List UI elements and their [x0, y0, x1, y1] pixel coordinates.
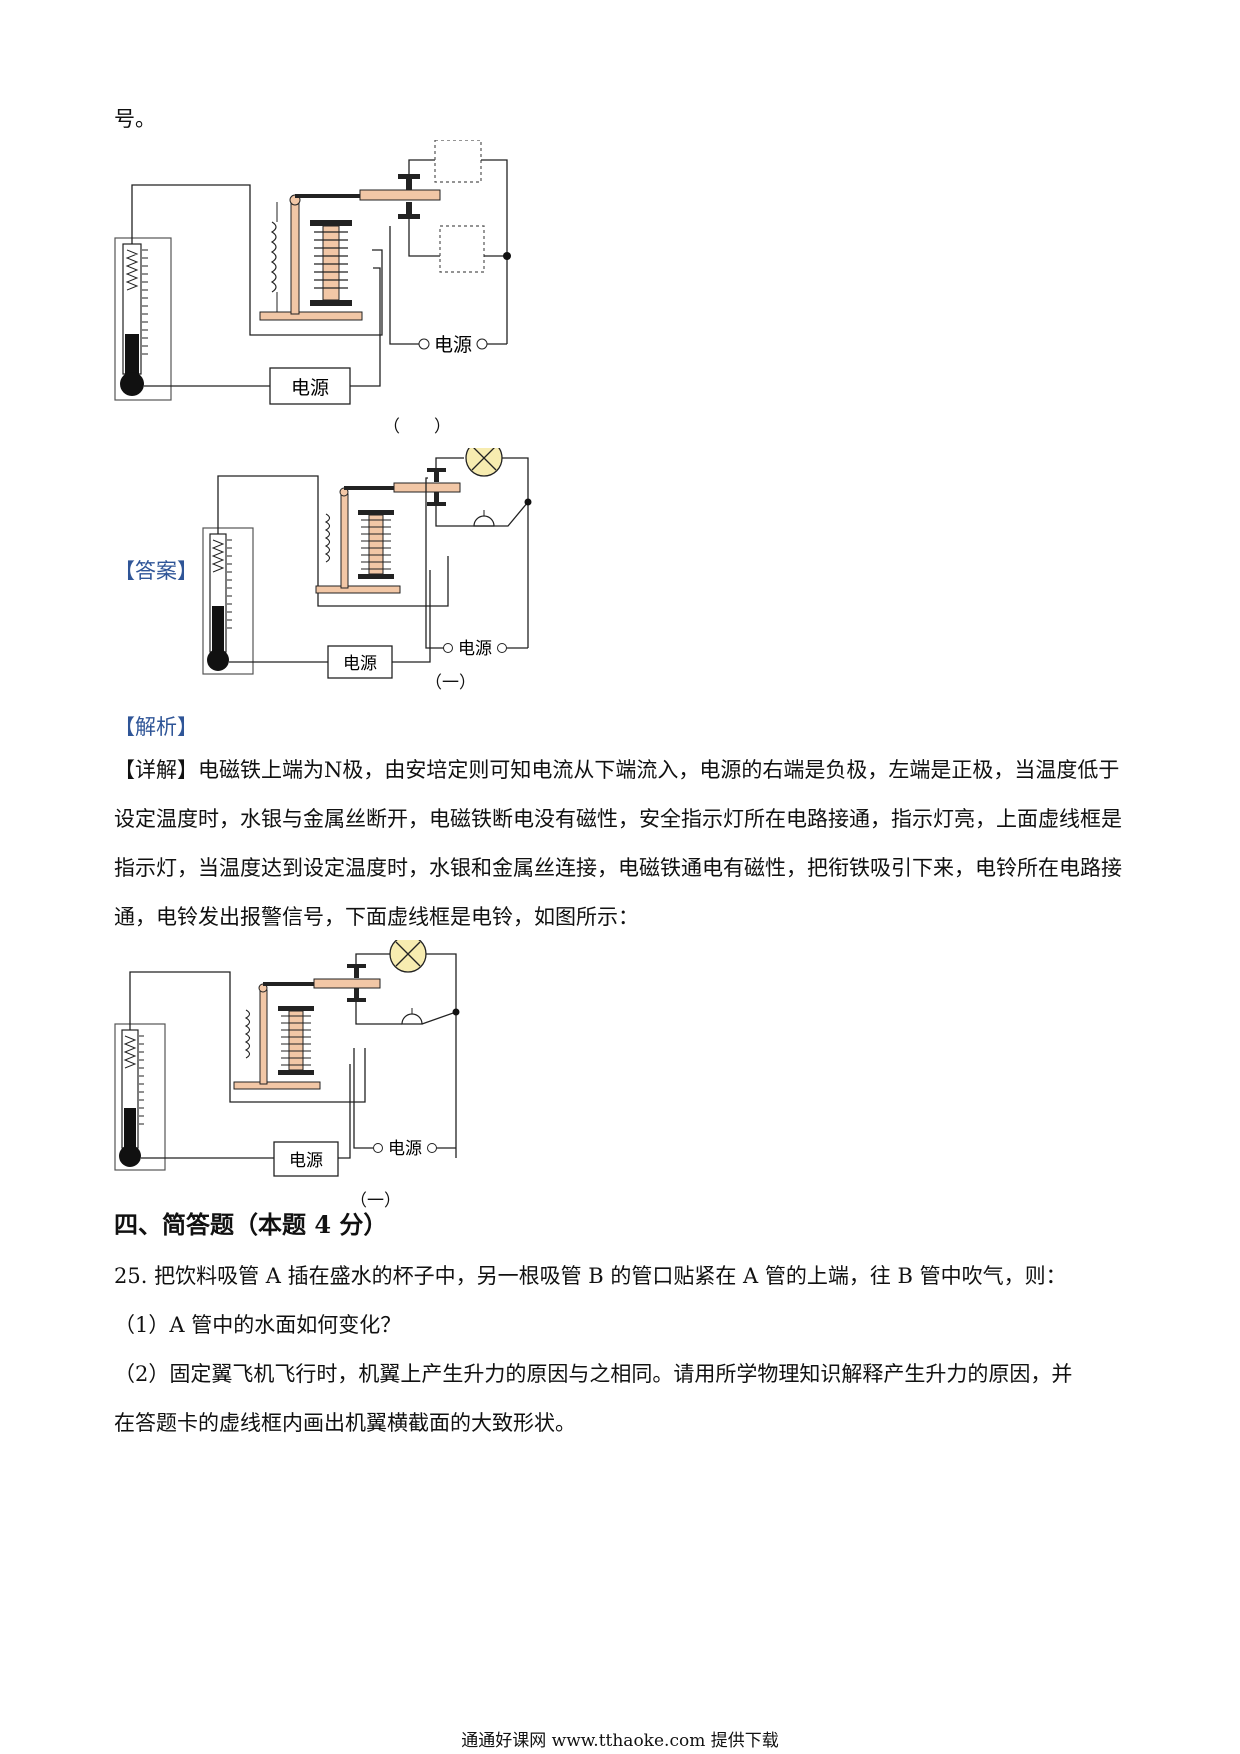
solution-caption: （一） [350, 1191, 401, 1211]
answer-power-label-right: 电源 [458, 639, 492, 659]
question25-part2-line1: （2）固定翼飞机飞行时，机翼上产生升力的原因与之相同。请用所学物理知识解释产生升… [114, 1362, 1073, 1386]
dashed-box-upper [434, 140, 482, 183]
figure-question-circuit: 电源 电源 [114, 140, 511, 405]
answer-tag: 【答案】 [114, 559, 198, 583]
power-label-left: 电源 [291, 377, 329, 399]
thermometer-icon [114, 1023, 166, 1171]
power-label-right: 电源 [434, 334, 472, 356]
question25-stem: 25. 把饮料吸管 A 插在盛水的杯子中，另一根吸管 B 的管口贴紧在 A 管的… [114, 1264, 1067, 1288]
thermometer-icon [114, 237, 172, 401]
page-footer: 通通好课网 www.tthaoke.com 提供下载 [461, 1731, 779, 1751]
bell-icon [473, 510, 495, 527]
solution-power-label-right: 电源 [388, 1139, 422, 1159]
section-heading: 四、简答题（本题 4 分） [114, 1210, 388, 1239]
bell-icon [401, 1008, 423, 1025]
thermometer-icon [202, 527, 254, 675]
figure-question-caption: （ ） [383, 417, 451, 437]
electromagnet-icon [259, 189, 441, 321]
answer-caption: （一） [425, 673, 476, 693]
analysis-tag: 【解析】 [114, 715, 198, 739]
electromagnet-icon [233, 978, 381, 1090]
question25-part1: （1）A 管中的水面如何变化？ [114, 1313, 402, 1337]
figure-answer-circuit: 电源 电源 [202, 448, 532, 679]
electromagnet-icon [315, 482, 461, 594]
dashed-box-lower [439, 225, 485, 273]
question25-part2-line2: 在答题卡的虚线框内画出机翼横截面的大致形状。 [114, 1411, 576, 1435]
analysis-detail: 【详解】电磁铁上端为N极，由安培定则可知电流从下端流入，电源的右端是负极，左端是… [114, 746, 1124, 942]
lamp-icon [389, 940, 427, 973]
solution-power-label-left: 电源 [289, 1151, 323, 1171]
detail-tag: 【详解】 [114, 758, 198, 782]
lamp-icon [465, 448, 503, 477]
figure-solution-circuit: 电源 电源 [114, 940, 460, 1177]
detail-text: 电磁铁上端为N极，由安培定则可知电流从下端流入，电源的右端是负极，左端是正极，当… [114, 758, 1122, 929]
power-source-left [269, 367, 351, 405]
top-fragment: 号。 [114, 107, 156, 131]
answer-power-label-left: 电源 [343, 654, 377, 674]
